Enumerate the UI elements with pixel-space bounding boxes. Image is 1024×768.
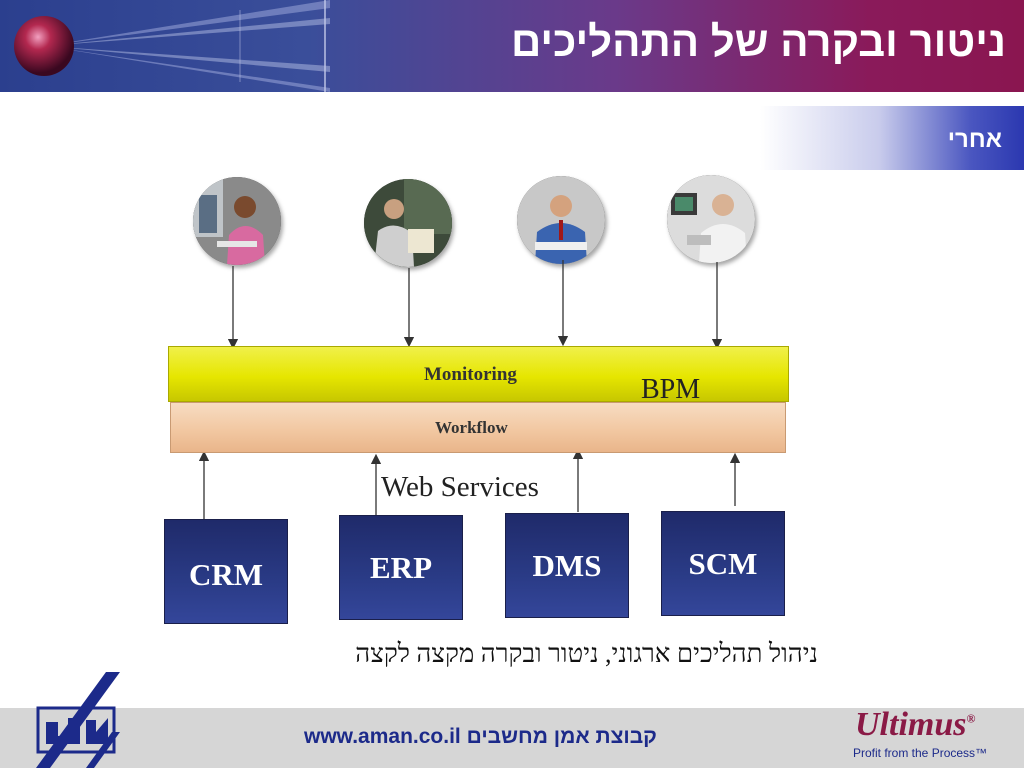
system-label-erp: ERP (370, 549, 432, 585)
system-label-scm: SCM (688, 545, 758, 581)
monitoring-label: Monitoring (424, 364, 517, 385)
system-box-scm: SCM (661, 511, 785, 616)
subtitle-bar: אחרי (760, 106, 1024, 170)
diagram-caption: ניהול תהליכים ארגוני, ניטור ובקרה מקצה ל… (355, 639, 818, 668)
system-box-erp: ERP (339, 515, 463, 620)
person-photo-1 (193, 177, 281, 265)
system-box-dms: DMS (505, 513, 629, 618)
ultimus-logo: Ultimus® (855, 706, 975, 744)
subtitle: אחרי (947, 126, 1002, 153)
ultimus-brand-name: Ultimus (855, 706, 967, 743)
header-rays-decoration (14, 0, 330, 92)
aman-logo-icon (36, 672, 120, 768)
footer-bar (0, 708, 1024, 768)
bpm-label: BPM (641, 374, 701, 405)
ultimus-tagline: Profit from the Process™ (853, 746, 988, 760)
header-banner: ניטור ובקרה של התהליכים (0, 0, 1024, 92)
workflow-layer (170, 402, 786, 453)
sphere-icon (14, 16, 74, 76)
system-box-crm: CRM (164, 519, 288, 624)
page-title: ניטור ובקרה של התהליכים (511, 18, 1006, 65)
footer-website-text: www.aman.co.il קבוצת אמן מחשבים (304, 725, 657, 748)
monitoring-layer (168, 346, 789, 402)
person-photo-3 (517, 176, 605, 264)
system-label-crm: CRM (188, 556, 264, 592)
workflow-label: Workflow (435, 418, 508, 437)
registered-mark: ® (966, 711, 976, 726)
system-label-dms: DMS (532, 547, 602, 583)
person-photo-4 (667, 175, 755, 263)
web-services-label: Web Services (381, 471, 539, 503)
person-photo-2 (364, 179, 452, 267)
